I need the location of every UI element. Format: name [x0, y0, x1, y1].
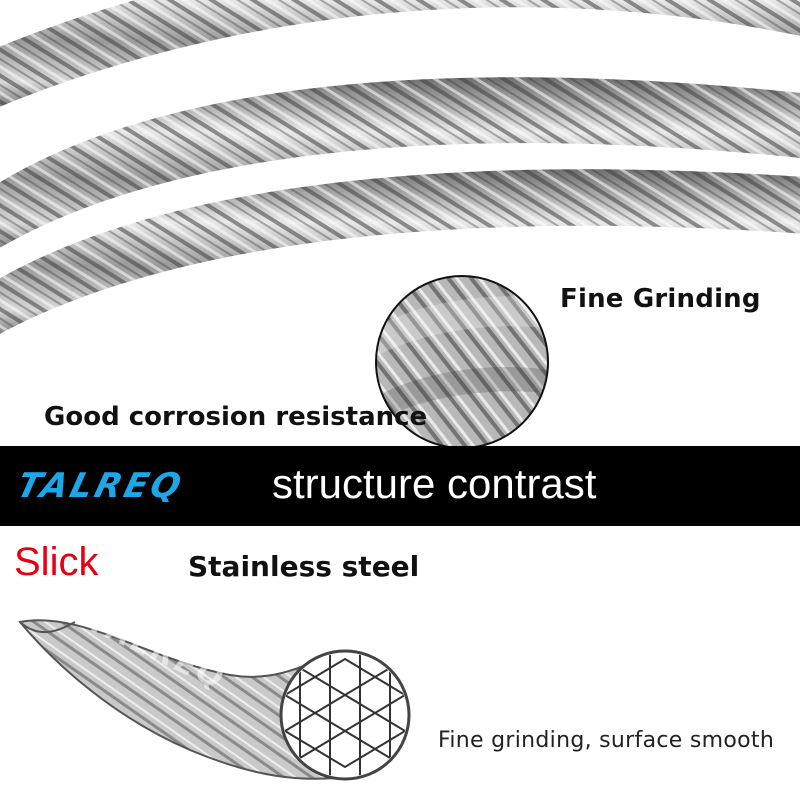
banner-title: structure contrast — [272, 460, 597, 507]
cable-cross-section-diagram: TALREQ — [18, 604, 411, 781]
cable-photo-drawing — [0, 0, 800, 446]
corrosion-caption: Good corrosion resistance — [44, 402, 428, 432]
stainless-steel-label: Stainless steel — [188, 550, 420, 583]
surface-note: Fine grinding, surface smooth — [438, 728, 775, 753]
title-banner: TALREQ structure contrast — [0, 446, 800, 526]
brand-logo: TALREQ — [13, 466, 188, 506]
slick-label: Slick — [14, 540, 99, 584]
cable-photo: Fine Grinding Good corrosion resistance — [0, 0, 800, 446]
fine-grinding-caption: Fine Grinding — [560, 284, 761, 314]
